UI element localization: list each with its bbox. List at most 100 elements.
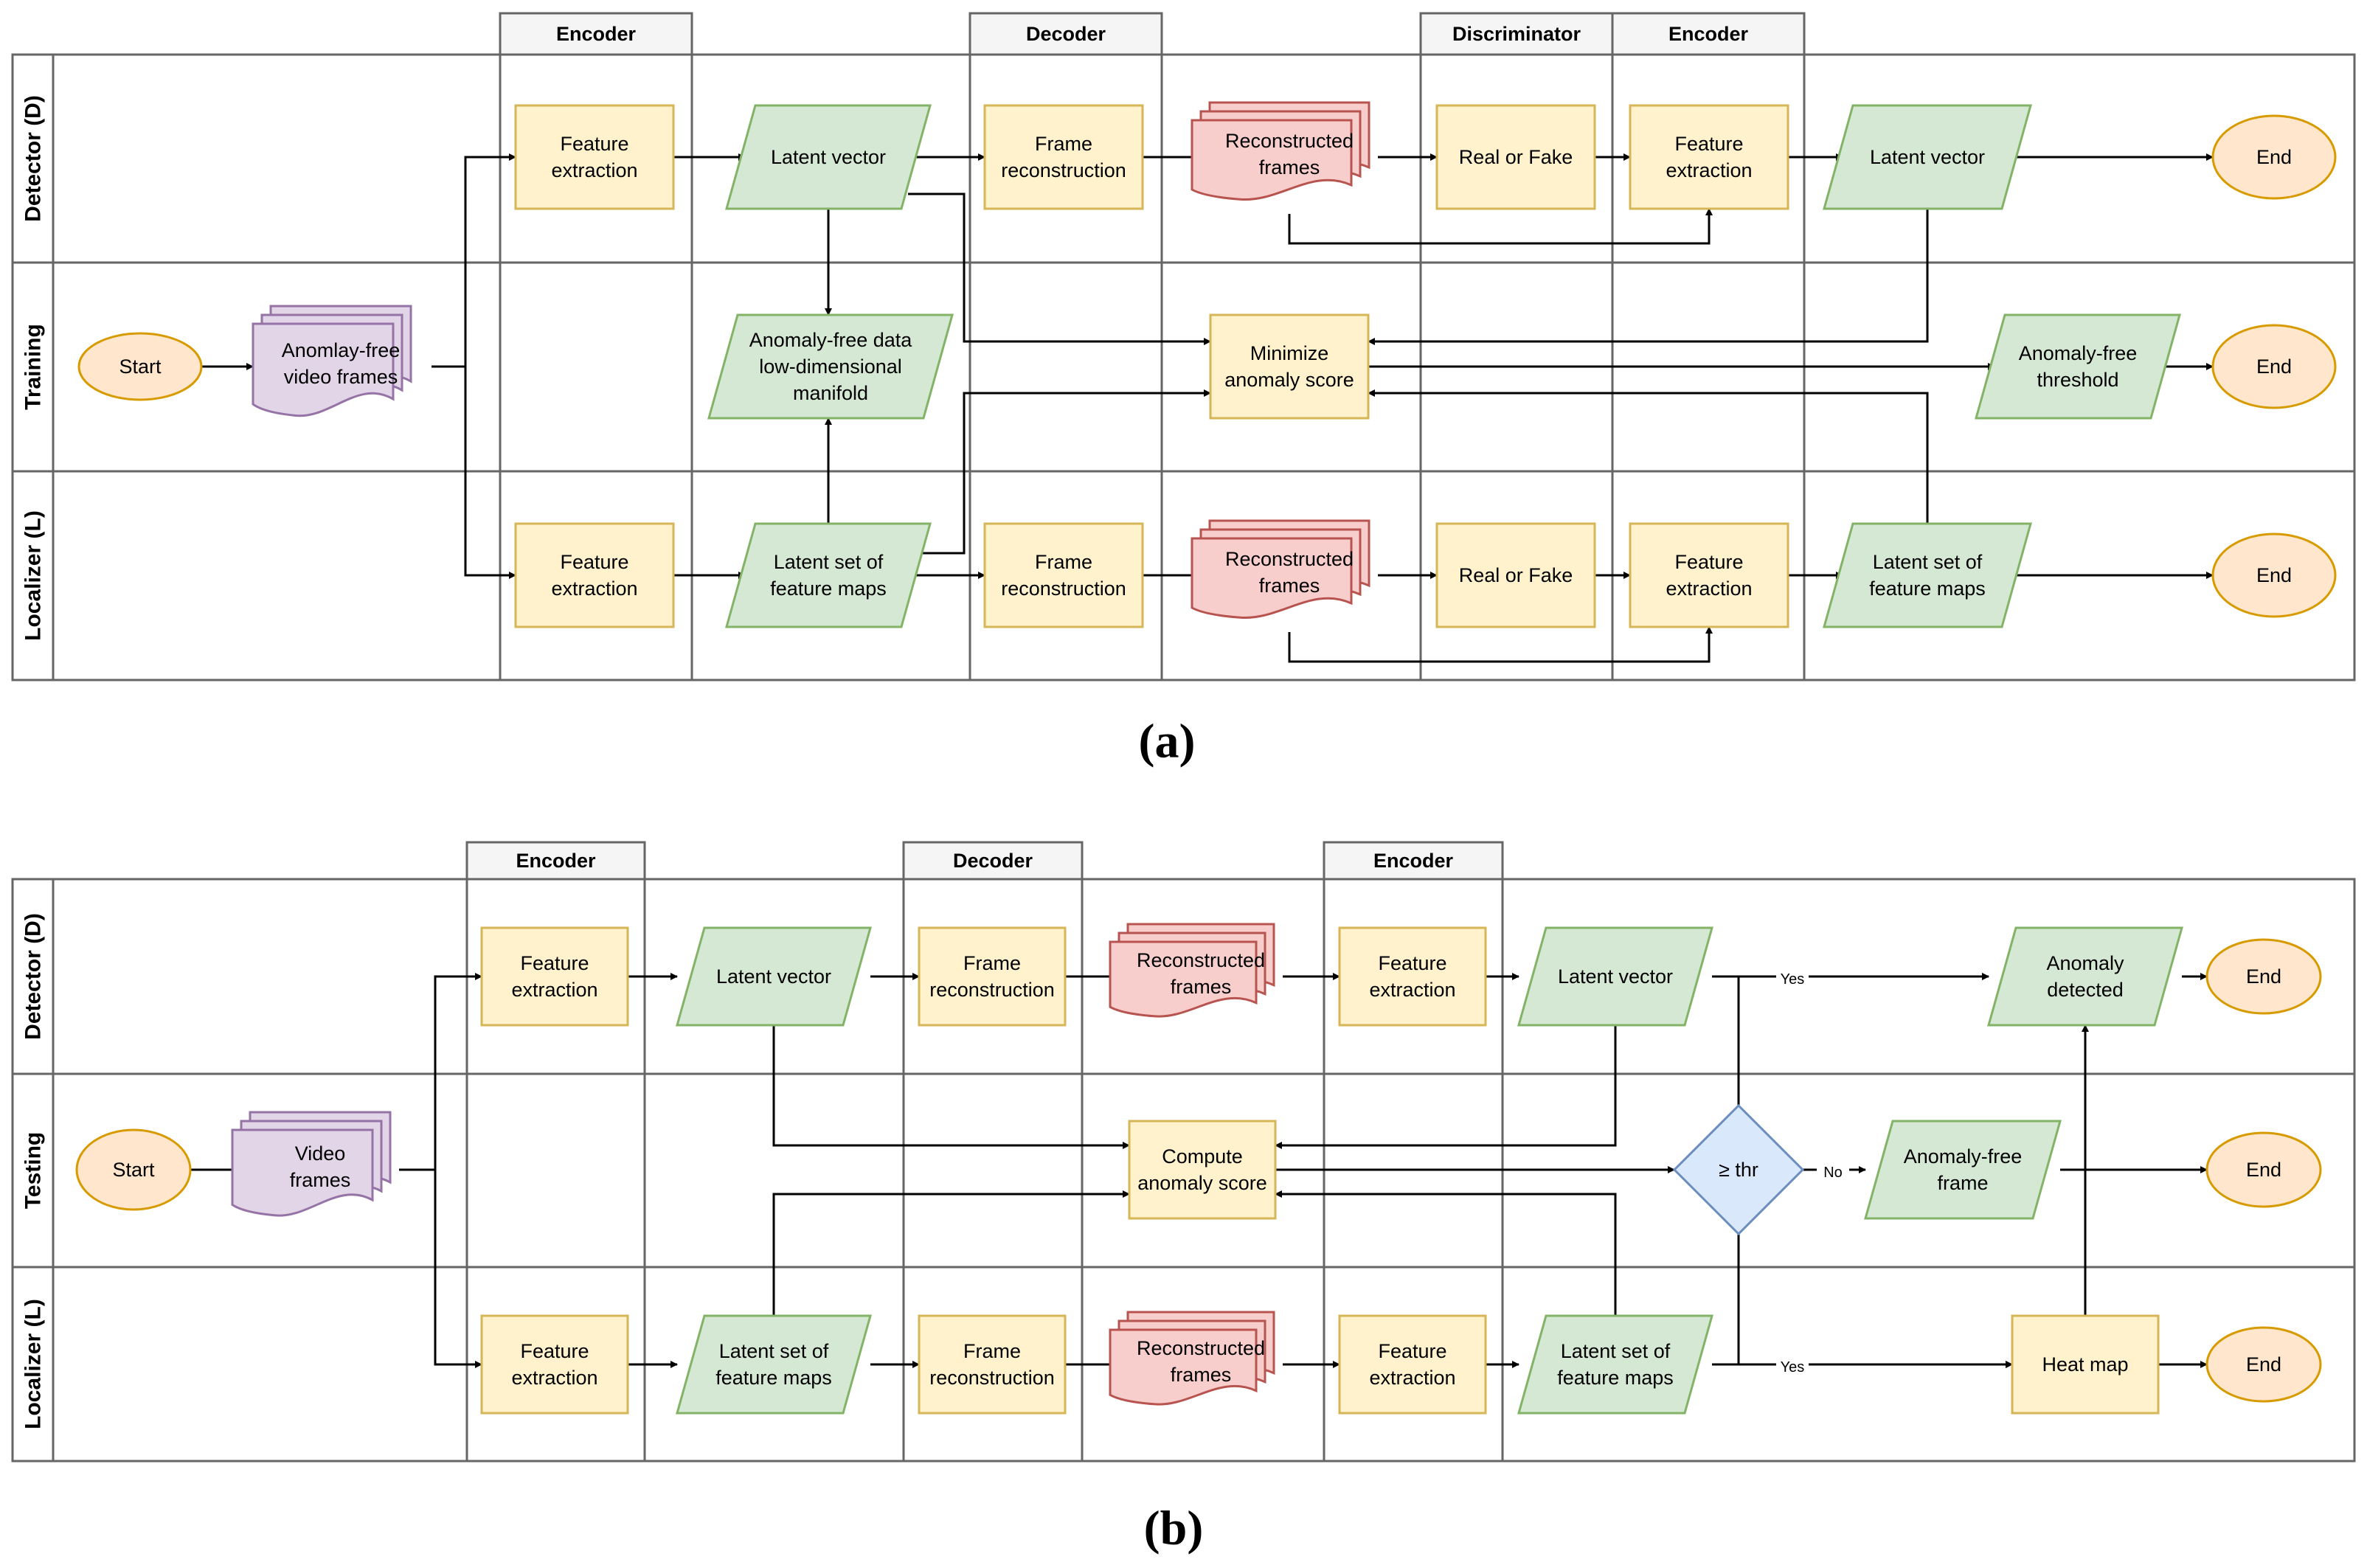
node-label: feature maps: [715, 1367, 832, 1389]
data-parallelogram: [1823, 522, 2032, 628]
node-label: Frame: [963, 1340, 1021, 1362]
node-label: Feature: [520, 1340, 589, 1362]
node-label: Reconstructed: [1137, 949, 1265, 971]
node-rf_l: [1109, 1311, 1275, 1406]
node-label: extraction: [551, 159, 637, 181]
edge-label: Yes: [1781, 1359, 1805, 1376]
process-rect: [1435, 522, 1596, 628]
process-rect: [918, 926, 1067, 1027]
node-label: End: [2256, 146, 2292, 168]
node-start: [75, 1128, 192, 1211]
node-label: ≥ thr: [1719, 1159, 1758, 1181]
node-label: extraction: [551, 577, 637, 600]
node-label: low-dimensional: [759, 355, 902, 378]
node-label: frames: [1259, 575, 1320, 597]
edge-label-bg: [1776, 970, 1809, 989]
node-frames: [252, 305, 412, 417]
lane-label: Training: [21, 324, 46, 410]
node-label: Reconstructed: [1137, 1337, 1265, 1359]
node-lv2_d: [1517, 926, 1713, 1027]
flow-arrow: [464, 367, 516, 579]
node-label: Compute: [1162, 1145, 1243, 1168]
node-fe2_d: [1338, 926, 1487, 1027]
node-end_d: [2211, 114, 2337, 200]
flow-arrow: [1368, 389, 1929, 524]
column-header: [1419, 12, 1614, 56]
flow-arrow: [1275, 1025, 1617, 1149]
node-label: Feature: [1378, 952, 1446, 974]
node-label: Real or Fake: [1459, 564, 1573, 586]
data-parallelogram: [1864, 1120, 2062, 1220]
flow-arrow: [772, 1190, 1130, 1316]
node-ls2_l: [1517, 1314, 1713, 1415]
process-rect: [1209, 313, 1370, 420]
node-rof_l: [1435, 522, 1596, 628]
process-rect: [983, 522, 1144, 628]
data-parallelogram: [1823, 104, 2032, 210]
node-start: [77, 332, 203, 401]
node-label: Frame: [1035, 133, 1092, 155]
flow-arrow: [908, 192, 1211, 345]
frame-stack-sheet: [231, 1128, 374, 1217]
flow-arrow: [908, 389, 1211, 555]
node-label: Feature: [1378, 1340, 1446, 1362]
node-manifold: [707, 313, 954, 420]
node-fr_l: [983, 522, 1144, 628]
terminal-ellipse: [2211, 324, 2337, 409]
node-lv2_d: [1823, 104, 2032, 210]
node-label: extraction: [511, 979, 597, 1001]
node-ls2_l: [1823, 522, 2032, 628]
lane-label: Detector (D): [21, 913, 46, 1040]
lane-label: Localizer (L): [21, 1299, 46, 1429]
node-label: feature maps: [1557, 1367, 1674, 1389]
data-parallelogram: [676, 1314, 872, 1415]
node-label: Feature: [1674, 133, 1743, 155]
node-label: Latent vector: [716, 965, 831, 988]
process-rect: [1338, 926, 1487, 1027]
terminal-ellipse: [2211, 533, 2337, 618]
terminal-ellipse: [2205, 1326, 2322, 1403]
column-header-label: Encoder: [556, 23, 637, 45]
flow-arrow: [772, 1025, 1130, 1149]
node-label: Frame: [1035, 551, 1092, 573]
data-parallelogram: [707, 313, 954, 420]
node-label: Anomaly-free data: [749, 329, 913, 351]
node-label: Anomaly-free: [1904, 1145, 2023, 1168]
terminal-ellipse: [2211, 114, 2337, 200]
node-label: extraction: [1666, 159, 1752, 181]
node-label: Latent set of: [1561, 1340, 1671, 1362]
node-label: frame: [1937, 1172, 1988, 1194]
process-rect: [2011, 1314, 2160, 1415]
column-header: [1323, 841, 1504, 881]
data-parallelogram: [1517, 1314, 1713, 1415]
node-label: End: [2256, 355, 2292, 378]
recon-stack-sheet: [1191, 119, 1353, 201]
node-label: extraction: [1666, 577, 1752, 600]
node-label: Heat map: [2042, 1353, 2128, 1376]
node-ls_l: [725, 522, 932, 628]
process-rect: [514, 522, 675, 628]
node-fe2_l: [1338, 1314, 1487, 1415]
node-rof_d: [1435, 104, 1596, 210]
flow-arrow: [432, 153, 516, 368]
node-label: Feature: [1674, 551, 1743, 573]
edge-label: No: [1823, 1165, 1843, 1181]
node-label: Latent vector: [771, 146, 886, 168]
process-rect: [480, 926, 629, 1027]
column-header-label: Decoder: [953, 850, 1033, 872]
data-parallelogram: [725, 104, 932, 210]
terminal-ellipse: [77, 332, 203, 401]
data-parallelogram: [1517, 926, 1713, 1027]
column-header-label: Encoder: [1668, 23, 1749, 45]
panel-label: (b): [1144, 1502, 1204, 1555]
recon-stack-sheet: [1109, 1328, 1258, 1406]
node-label: Reconstructed: [1225, 548, 1354, 570]
frame-stack-sheet: [252, 322, 395, 417]
data-parallelogram: [725, 522, 932, 628]
node-end_l: [2211, 533, 2337, 618]
node-rf_l: [1191, 519, 1370, 619]
column-header: [499, 12, 693, 56]
node-fe_d: [514, 104, 675, 210]
node-label: Anomaly-free: [2019, 342, 2138, 364]
